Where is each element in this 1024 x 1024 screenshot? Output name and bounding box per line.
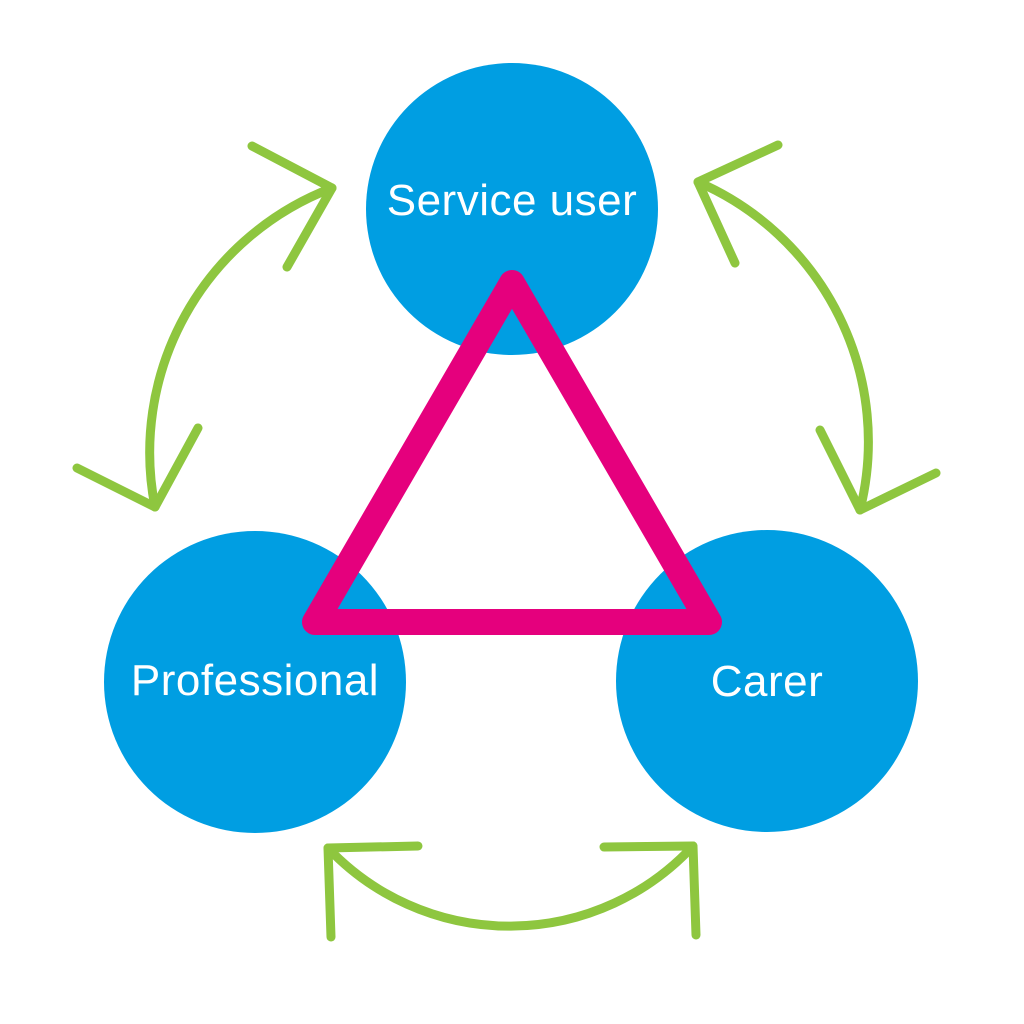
arrowhead-down-icon	[815, 425, 941, 515]
arrow-professional-carer	[323, 841, 701, 942]
arrow-curve	[145, 183, 337, 512]
arrowhead-left-icon	[323, 841, 423, 942]
arrowhead-down-icon	[72, 423, 203, 512]
arrow-curve	[323, 841, 698, 931]
node-label-service-user: Service user	[386, 176, 638, 225]
arrow-service-user-carer	[693, 140, 941, 515]
node-label-carer: Carer	[710, 657, 824, 706]
node-label-professional: Professional	[130, 656, 380, 705]
arrowhead-right-icon	[599, 841, 701, 940]
arrow-service-user-professional	[72, 141, 337, 512]
arrowhead-up-icon	[247, 141, 337, 272]
arrowhead-up-icon	[693, 140, 783, 268]
relationship-triangle	[302, 270, 722, 635]
node-service-user	[366, 63, 658, 355]
arrow-curve	[693, 177, 873, 515]
